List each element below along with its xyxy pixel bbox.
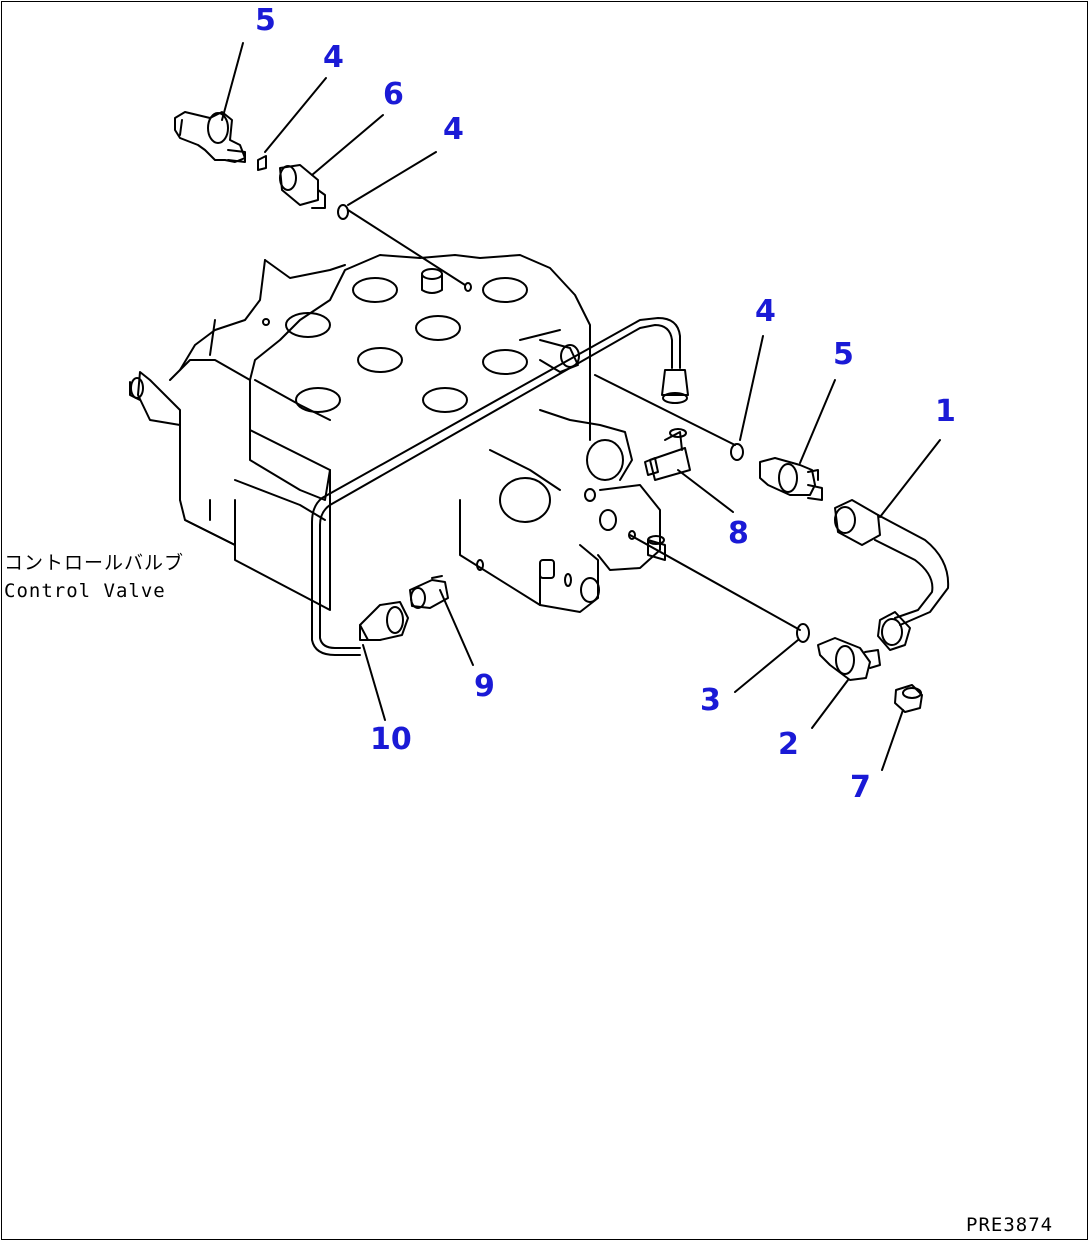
callout-2: 2 [778,727,799,762]
callout-3: 3 [700,683,721,718]
part-3-plug [796,623,810,643]
part-2-elbow [817,637,881,681]
part-9-connector [409,575,449,609]
callout-6: 6 [383,77,404,112]
callout-4-right: 4 [755,294,776,329]
drawing-code: PRE3874 [966,1214,1054,1236]
part-4-orings [257,155,744,461]
callout-4-top: 4 [323,40,344,75]
part-7-plug [894,684,923,713]
callout-10: 10 [370,722,412,757]
callout-5-right: 5 [833,337,854,372]
callout-1: 1 [935,394,956,429]
callout-7: 7 [850,770,871,805]
control-valve-body [129,254,666,613]
part-5-right-switch [759,457,823,501]
part-8-tee-fitting [584,428,691,502]
part-1-hose [834,499,950,651]
leader-lines [221,42,941,771]
callout-8: 8 [728,516,749,551]
callout-9: 9 [474,669,495,704]
pipe-assembly [311,317,681,656]
component-label-english: Control Valve [4,580,166,602]
callout-5-top: 5 [255,3,276,38]
pipe-upper-fitting [661,369,689,404]
component-label-japanese: コントロールバルブ [4,552,185,574]
part-10-fitting [359,601,409,641]
part-6-adapter [279,164,326,209]
part-5-top-switch [174,111,246,163]
callout-4-middle: 4 [443,112,464,147]
